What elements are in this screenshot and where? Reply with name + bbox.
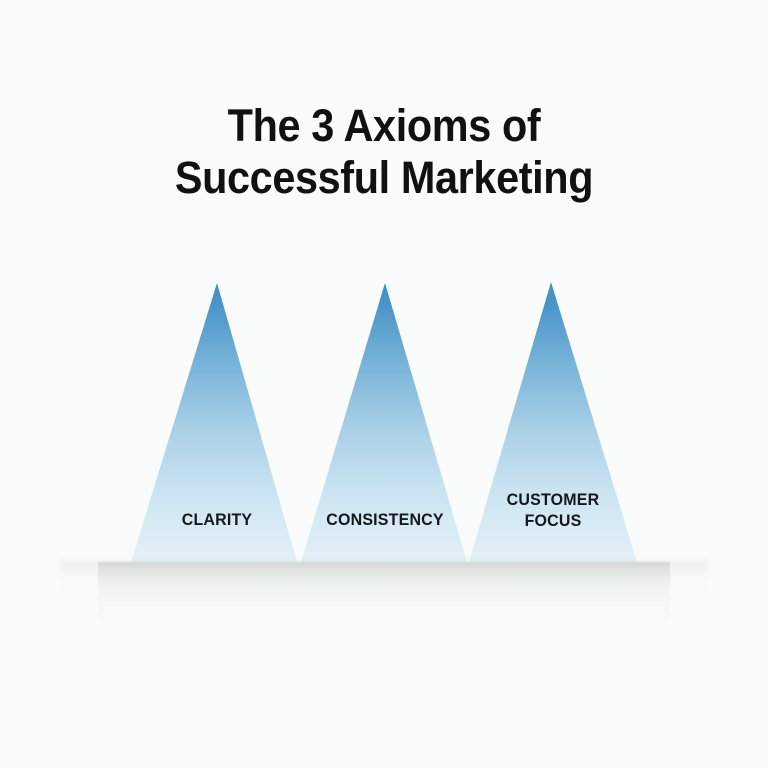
page-title-line-2: Successful Marketing [174,152,594,203]
triangle-customer-focus[interactable] [469,282,637,562]
triangles-group [0,270,768,570]
triangle-label-customer-focus: CUSTOMER FOCUS [506,490,600,530]
triangle-label-consistency: CONSISTENCY [326,510,444,529]
triangle-clarity[interactable] [131,283,297,562]
page-title: The 3 Axioms of Successful Marketing [0,100,768,204]
triangle-label-clarity: CLARITY [181,510,253,529]
page-title-line-1: The 3 Axioms of [227,100,541,151]
triangle-consistency[interactable] [301,283,467,562]
triangles-svg [131,282,637,562]
ground-shadow [98,562,670,630]
